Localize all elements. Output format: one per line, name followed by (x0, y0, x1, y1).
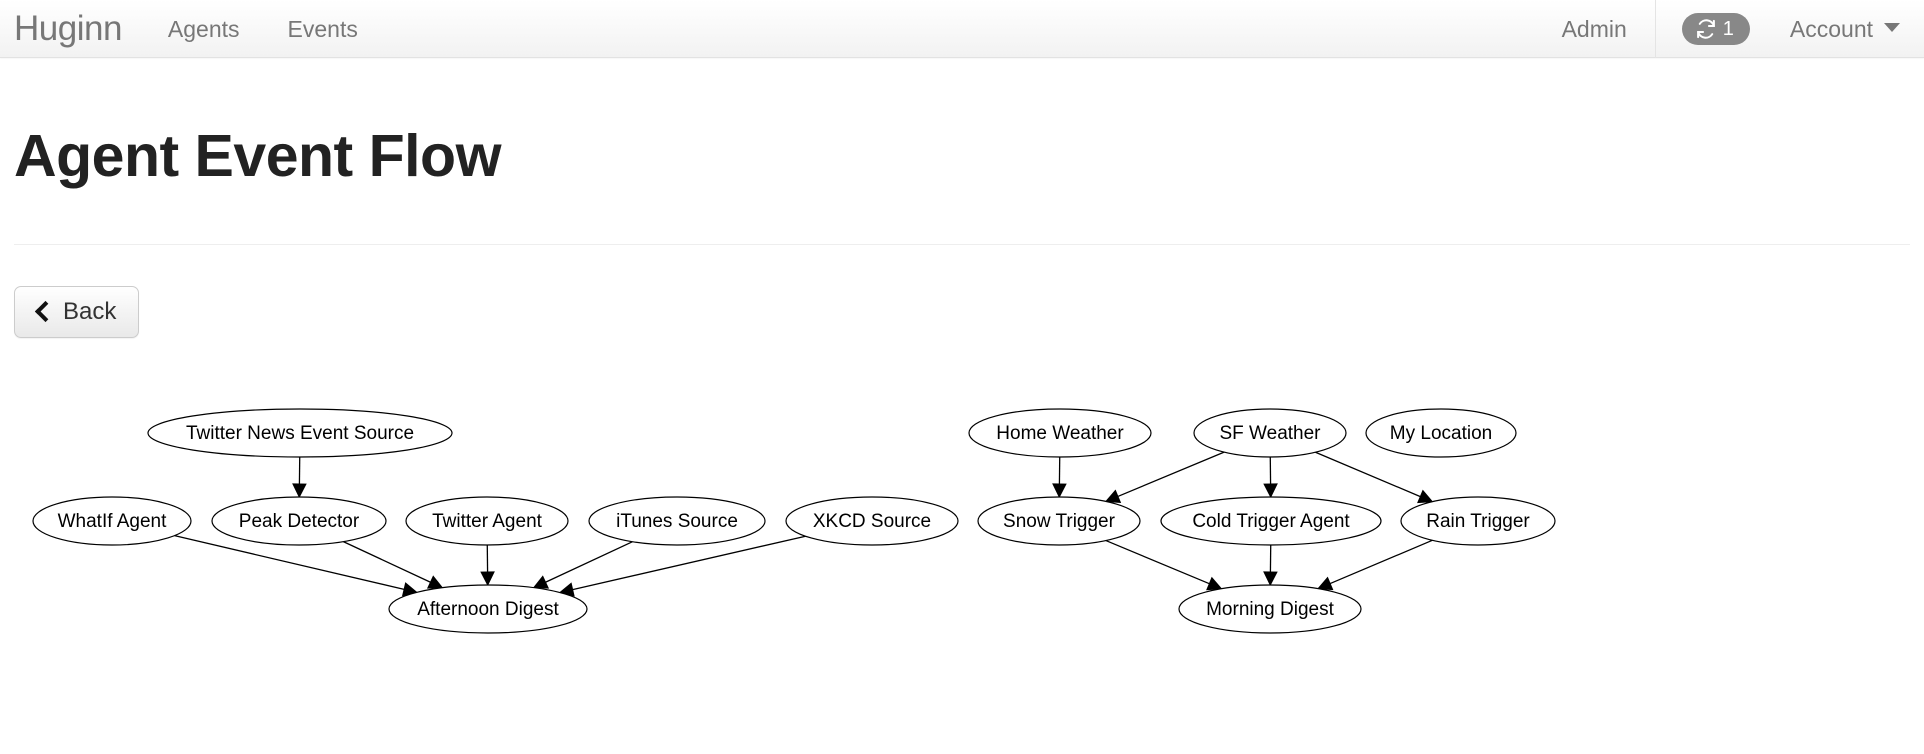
graph-node-shape (1400, 496, 1556, 546)
graph-node-xkcd_source[interactable]: XKCD Source (785, 496, 959, 546)
top-navbar: Huginn Agents Events Admin 1 Account (0, 0, 1924, 58)
graph-node-label: XKCD Source (813, 511, 931, 532)
navbar-divider (1654, 0, 1656, 58)
graph-node-twitter_agent[interactable]: Twitter Agent (405, 496, 569, 546)
graph-node-shape (1160, 496, 1382, 546)
nav-item-agents[interactable]: Agents (167, 15, 240, 42)
graph-node-cold_trigger_agent[interactable]: Cold Trigger Agent (1160, 496, 1382, 546)
chevron-left-icon (34, 303, 51, 320)
graph-edge-arrowhead (1052, 483, 1067, 499)
worker-status-count: 1 (1722, 17, 1734, 40)
worker-status-badge[interactable]: 1 (1681, 12, 1750, 45)
graph-node-peak_detector[interactable]: Peak Detector (211, 496, 387, 546)
nav-item-admin[interactable]: Admin (1561, 15, 1627, 42)
graph-edge-arrowhead (1263, 483, 1278, 499)
page-container: Agent Event Flow Back Twitter News Event… (0, 123, 1924, 634)
nav-item-account[interactable]: Account (1772, 0, 1924, 58)
graph-edge-arrowhead (1263, 571, 1278, 587)
graph-edge (174, 534, 405, 590)
nav-item-events[interactable]: Events (287, 15, 358, 42)
graph-node-label: Morning Digest (1206, 599, 1334, 620)
graph-node-shape (1193, 408, 1347, 458)
account-label: Account (1789, 15, 1873, 42)
graph-node-rain_trigger[interactable]: Rain Trigger (1400, 496, 1556, 546)
brand-logo-huginn[interactable]: Huginn (14, 9, 122, 48)
graph-edges (174, 451, 1434, 597)
graph-node-afternoon_digest[interactable]: Afternoon Digest (388, 584, 588, 634)
graph-edge-arrowhead (426, 575, 444, 589)
graph-edge-arrowhead (1104, 489, 1122, 503)
graph-node-label: Peak Detector (239, 511, 360, 532)
graph-edge (1329, 539, 1433, 585)
graph-edge (572, 535, 806, 591)
graph-node-label: WhatIf Agent (58, 511, 168, 532)
graph-edge (343, 540, 431, 583)
navbar-right-group: Admin 1 Account (1538, 0, 1924, 58)
graph-node-sf_weather[interactable]: SF Weather (1193, 408, 1347, 458)
refresh-icon (1695, 18, 1717, 40)
back-button[interactable]: Back (14, 285, 140, 338)
graph-edge-arrowhead (532, 575, 550, 589)
agent-event-flow-graph: Twitter News Event Source Home Weather SF … (14, 352, 1924, 634)
graph-edge-arrowhead (292, 483, 307, 499)
chevron-down-icon (1884, 23, 1900, 32)
graph-node-shape (147, 408, 453, 458)
graph-node-shape (588, 496, 766, 546)
graph-node-label: Cold Trigger Agent (1192, 511, 1350, 532)
graph-node-label: SF Weather (1219, 423, 1321, 444)
graph-node-itunes_source[interactable]: iTunes Source (588, 496, 766, 546)
graph-node-label: Rain Trigger (1426, 511, 1530, 532)
graph-node-shape (785, 496, 959, 546)
graph-edge (545, 541, 633, 583)
page-title: Agent Event Flow (14, 123, 501, 189)
graph-node-shape (1365, 408, 1517, 458)
graph-node-label: iTunes Source (616, 511, 738, 532)
graph-node-my_location[interactable]: My Location (1365, 408, 1517, 458)
graph-node-twitter_news_event_source[interactable]: Twitter News Event Source (147, 408, 453, 458)
back-button-label: Back (63, 297, 117, 325)
graph-node-label: Twitter Agent (432, 511, 543, 532)
graph-edge (1105, 539, 1210, 585)
graph-node-label: Twitter News Event Source (186, 423, 414, 444)
graph-node-shape (977, 496, 1141, 546)
graph-node-morning_digest[interactable]: Morning Digest (1178, 584, 1362, 634)
graph-canvas: Twitter News Event Source Home Weather SF … (32, 408, 1556, 634)
graph-node-shape (211, 496, 387, 546)
graph-node-shape (388, 584, 588, 634)
graph-node-snow_trigger[interactable]: Snow Trigger (977, 496, 1141, 546)
graph-node-home_weather[interactable]: Home Weather (968, 408, 1152, 458)
navbar-left-group: Huginn Agents Events (0, 0, 382, 57)
graph-node-whatif_agent[interactable]: WhatIf Agent (32, 496, 192, 546)
graph-node-label: Afternoon Digest (417, 599, 559, 620)
graph-node-label: My Location (1390, 423, 1492, 444)
graph-node-shape (32, 496, 192, 546)
graph-edge (1117, 451, 1225, 497)
graph-node-label: Snow Trigger (1003, 511, 1116, 532)
graph-node-shape (1178, 584, 1362, 634)
graph-node-shape (968, 408, 1152, 458)
graph-edge-arrowhead (1417, 489, 1434, 504)
graph-node-shape (405, 496, 569, 546)
graph-edge-arrowhead (1317, 576, 1334, 591)
graph-edge-arrowhead (1206, 576, 1223, 591)
graph-edge (1315, 451, 1421, 498)
graph-edge-arrowhead (480, 571, 495, 587)
graph-node-label: Home Weather (996, 423, 1124, 444)
title-divider (14, 243, 1910, 245)
